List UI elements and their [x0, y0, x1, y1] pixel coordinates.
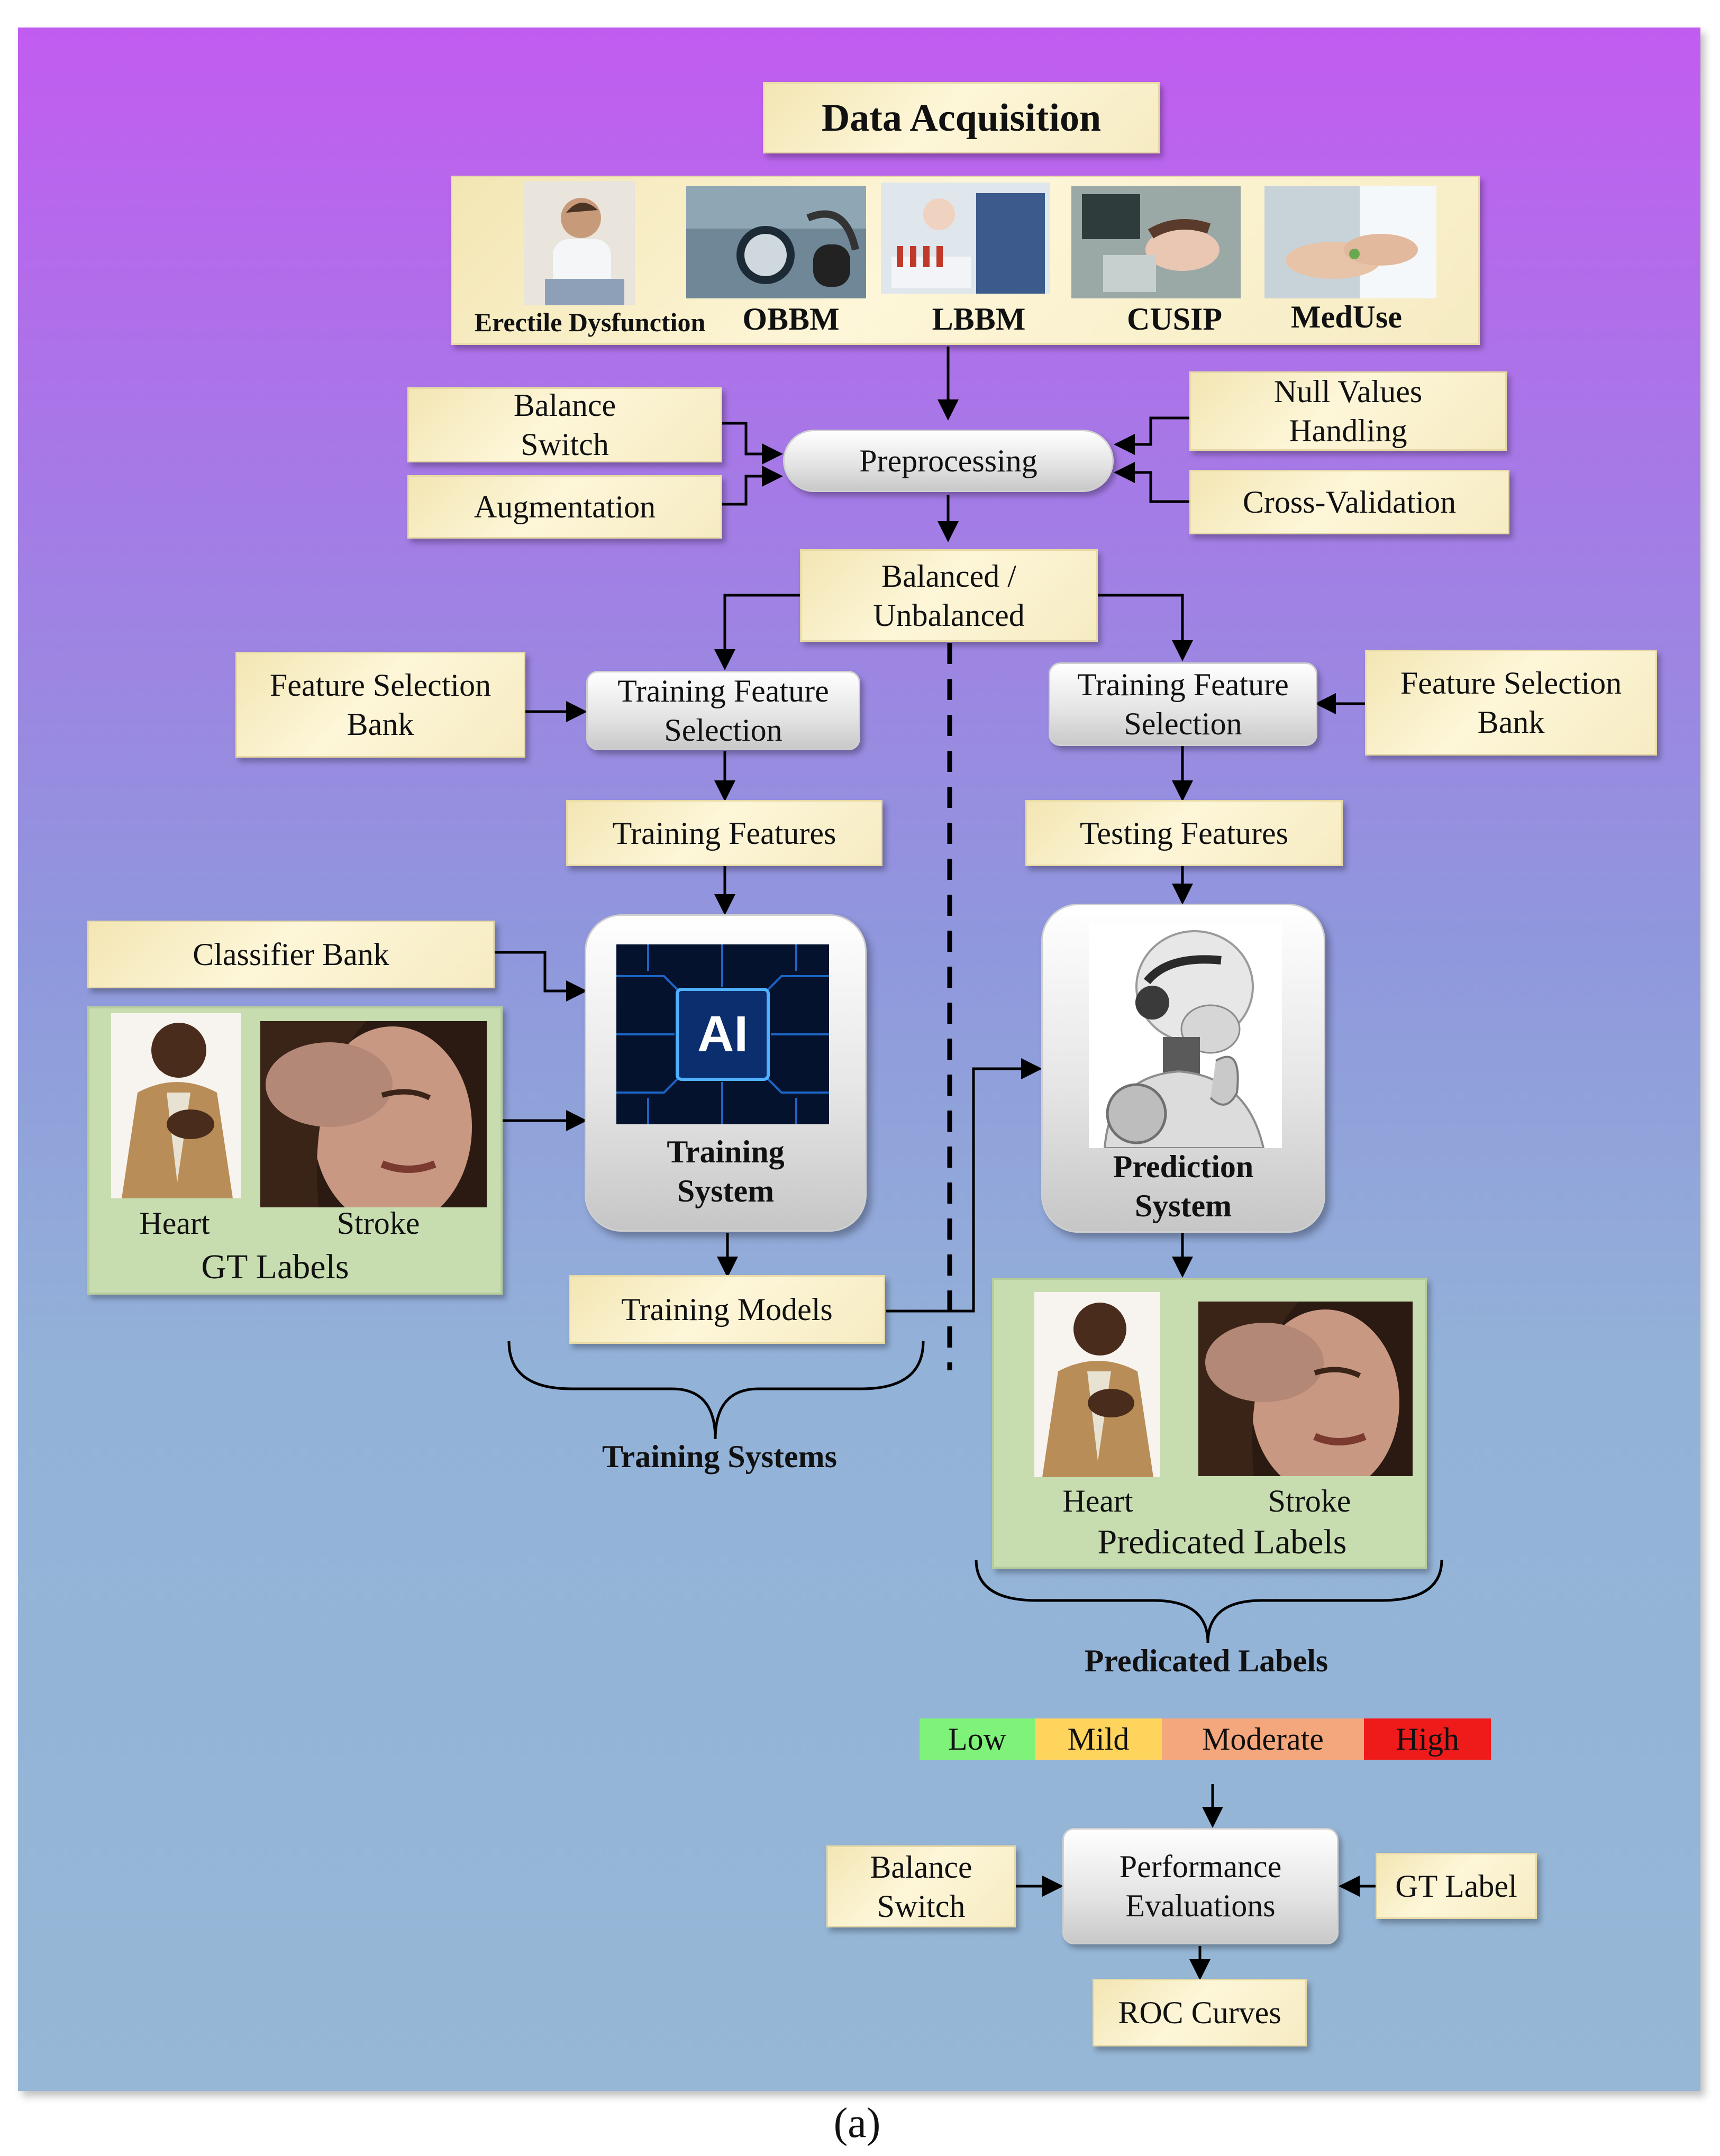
severity-high-label: High	[1396, 1721, 1459, 1757]
blood-pressure-photo	[686, 186, 866, 298]
dataset-label-erectile-dysfunction: Erectile Dysfunction	[474, 307, 706, 337]
arrow-models-to-prediction	[886, 1058, 1042, 1313]
predicted-heart-label: Heart	[1062, 1484, 1133, 1518]
severity-mild-label: Mild	[1067, 1721, 1130, 1757]
erectile-dysfunction-photo	[524, 181, 635, 305]
training-systems-label: Training Systems	[602, 1439, 837, 1474]
balanced-unbalanced-box: Balanced / Unbalanced	[800, 549, 1098, 642]
robot-thinking-image	[1089, 923, 1282, 1148]
dataset-label-lbbm: LBBM	[932, 302, 1026, 336]
predicted-labels-caption: Predicated Labels	[1097, 1523, 1347, 1561]
arrow-null-to-preprocessing	[1114, 416, 1189, 455]
severity-low-label: Low	[948, 1721, 1006, 1757]
training-features-box: Training Features	[566, 800, 882, 866]
training-system-label: Training System	[667, 1134, 785, 1208]
severity-moderate-label: Moderate	[1202, 1721, 1324, 1757]
lab-blood-test-photo	[881, 183, 1050, 294]
eval-balance-switch-box: Balance Switch	[826, 1845, 1016, 1927]
prediction-system-label: Prediction System	[1113, 1149, 1254, 1223]
training-models-box: Training Models	[569, 1275, 885, 1344]
augmentation-box: Augmentation	[407, 475, 722, 539]
arrow-augmentation-to-preprocessing	[722, 466, 783, 506]
arrow-split-to-train-fs	[714, 594, 800, 670]
arrow-classifier-to-system	[495, 951, 587, 1002]
brace-training	[507, 1341, 925, 1440]
balance-switch-box: Balance Switch	[407, 387, 722, 462]
predicted-stroke-patient-photo	[1198, 1302, 1413, 1476]
figure-caption: (a)	[833, 2100, 881, 2146]
performance-evaluations-node: Performance Evaluations	[1062, 1828, 1339, 1944]
data-acquisition-title: Data Acquisition	[763, 82, 1160, 153]
brace-prediction	[975, 1559, 1443, 1643]
testing-features-box: Testing Features	[1025, 800, 1343, 866]
preprocessing-node: Preprocessing	[783, 430, 1114, 492]
heart-patient-photo	[111, 1013, 241, 1198]
carotid-ultrasound-photo	[1071, 186, 1241, 298]
severity-high: High	[1364, 1718, 1491, 1760]
predicted-heart-patient-photo	[1034, 1292, 1160, 1477]
arrow-balance-to-preprocessing	[722, 422, 783, 465]
ai-chip-label: AI	[697, 1006, 748, 1062]
cross-validation-box: Cross-Validation	[1189, 470, 1509, 534]
dataset-label-obbm: OBBM	[742, 302, 840, 336]
dataset-label-cusip: CUSIP	[1126, 302, 1223, 336]
predicted-stroke-label: Stroke	[1268, 1484, 1351, 1518]
gt-stroke-label: Stroke	[336, 1206, 420, 1241]
testing-feature-selection-bank: Feature Selection Bank	[1365, 650, 1657, 756]
gt-heart-label: Heart	[139, 1206, 210, 1241]
severity-mild: Mild	[1035, 1718, 1162, 1760]
roc-curves-box: ROC Curves	[1093, 1979, 1307, 2046]
training-feature-selection-bank: Feature Selection Bank	[235, 652, 525, 758]
testing-feature-selection-node: Training Feature Selection	[1049, 662, 1317, 746]
training-feature-selection-node: Training Feature Selection	[586, 671, 860, 750]
severity-moderate: Moderate	[1162, 1718, 1364, 1760]
severity-low: Low	[920, 1718, 1035, 1760]
classifier-bank-box: Classifier Bank	[87, 921, 495, 988]
null-values-handling-box: Null Values Handling	[1189, 371, 1507, 451]
ai-chip-image: AI	[616, 944, 829, 1124]
arrow-crossval-to-preprocessing	[1114, 462, 1189, 503]
dataset-label-meduse: MedUse	[1291, 299, 1402, 334]
medication-photo	[1264, 186, 1436, 298]
stroke-patient-photo	[260, 1021, 487, 1207]
eval-gt-label-box: GT Label	[1376, 1853, 1537, 1919]
gt-labels-caption: GT Labels	[201, 1248, 349, 1286]
arrow-split-to-test-fs	[1098, 594, 1193, 661]
predicated-labels-group-label: Predicated Labels	[1084, 1643, 1328, 1678]
